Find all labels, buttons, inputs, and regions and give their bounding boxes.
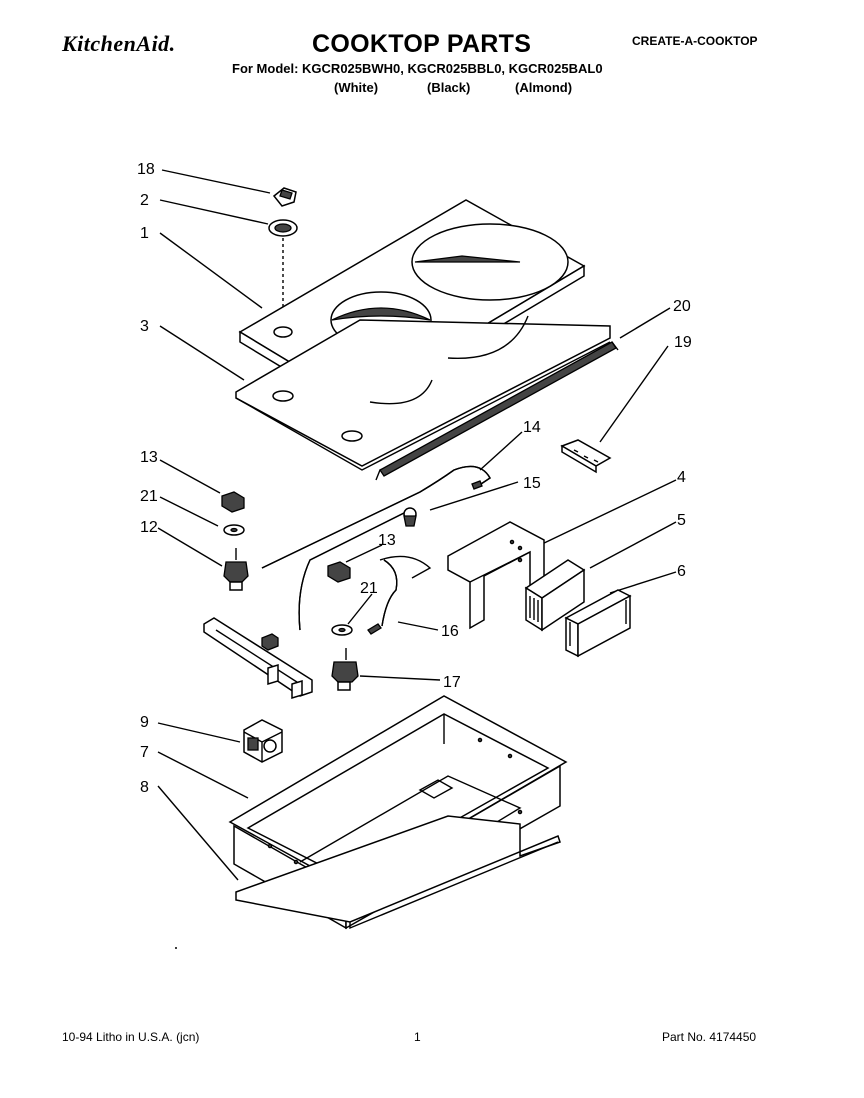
callout-16: 16 — [441, 623, 459, 640]
stray-dot — [175, 947, 177, 949]
leader-lines — [157, 169, 677, 881]
variant-black: (Black) — [427, 80, 471, 95]
callout-4: 4 — [677, 469, 686, 486]
variant-white: (White) — [334, 80, 379, 95]
ignition-module — [524, 559, 586, 632]
heat-shield — [447, 521, 545, 630]
callout-21b: 21 — [360, 580, 378, 597]
callout-13: 13 — [140, 449, 158, 466]
callout-3: 3 — [140, 318, 149, 335]
callout-1: 1 — [140, 225, 149, 242]
spark-board — [564, 589, 632, 658]
callout-19: 19 — [674, 334, 692, 351]
gas-manifold — [203, 617, 313, 700]
page-number: 1 — [414, 1030, 421, 1044]
section-label: CREATE-A-COOKTOP — [632, 34, 758, 48]
callout-9: 9 — [140, 714, 149, 731]
brand-logo: KitchenAid. — [62, 31, 176, 56]
callout-14: 14 — [523, 419, 541, 436]
callout-2: 2 — [140, 192, 149, 209]
valves-clips-washers — [221, 491, 359, 691]
callout-7: 7 — [140, 744, 149, 761]
knob-and-bezel — [268, 187, 298, 330]
callout-21: 21 — [140, 488, 158, 505]
callout-17: 17 — [443, 674, 461, 691]
print-info: 10-94 Litho in U.S.A. (jcn) — [62, 1030, 200, 1044]
model-line: For Model: KGCR025BWH0, KGCR025BBL0, KGC… — [232, 61, 603, 76]
callout-12: 12 — [140, 519, 158, 536]
bottom-plate — [235, 815, 561, 930]
page-title: COOKTOP PARTS — [312, 30, 532, 58]
callout-13b: 13 — [378, 532, 396, 549]
gas-tubes — [261, 465, 491, 635]
callout-8: 8 — [140, 779, 149, 796]
callout-15: 15 — [523, 475, 541, 492]
trim-strip — [375, 341, 619, 481]
callout-5: 5 — [677, 512, 686, 529]
burner-base-plate — [235, 315, 611, 471]
power-switch — [243, 719, 283, 763]
variant-almond: (Almond) — [515, 80, 573, 95]
small-bracket — [560, 439, 612, 474]
callout-labels: 18 2 1 3 20 19 14 13 15 4 21 12 5 13 6 2… — [137, 161, 692, 796]
callout-18: 18 — [137, 161, 155, 178]
part-number: Part No. 4174450 — [662, 1030, 757, 1044]
callout-20: 20 — [673, 298, 691, 315]
callout-6: 6 — [677, 563, 686, 580]
